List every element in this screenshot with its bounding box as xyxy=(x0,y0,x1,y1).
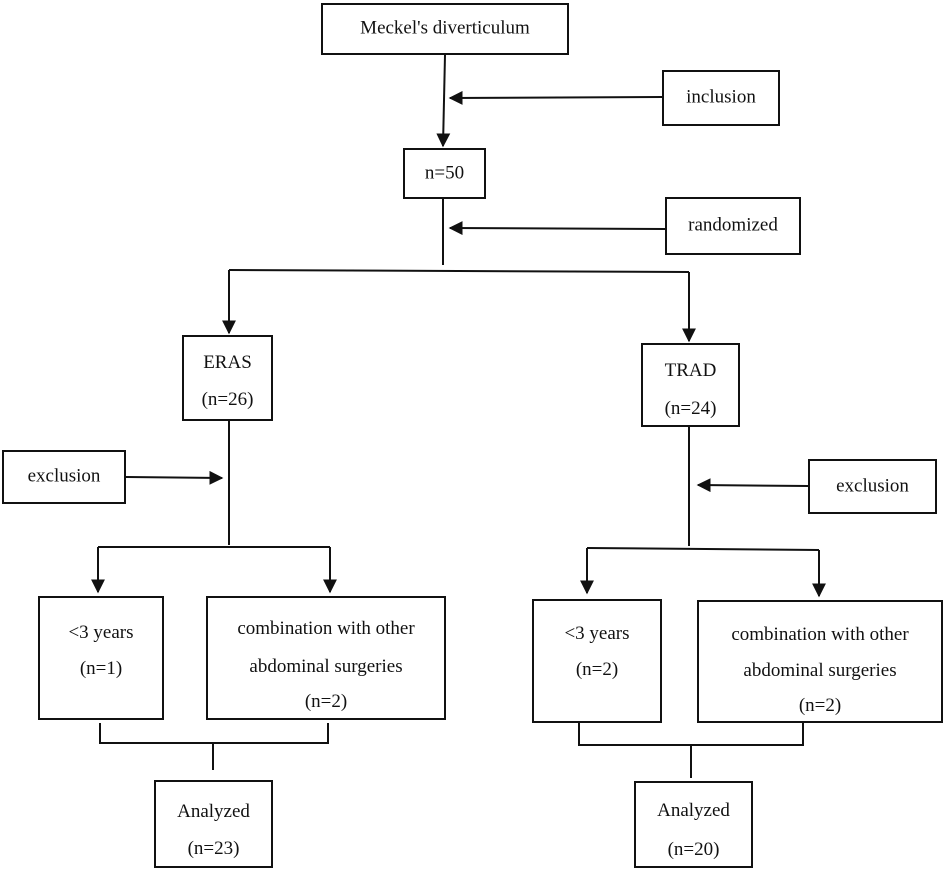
eras-exclusion-box: exclusion xyxy=(2,450,126,504)
trad-combo-count: (n=2) xyxy=(798,695,842,716)
inclusion-label: inclusion xyxy=(686,86,756,108)
trad-combo-exclusion-box: combination with other abdominal surgeri… xyxy=(697,600,943,723)
eras-name: ERAS xyxy=(203,352,252,373)
arrow-inclusion xyxy=(448,90,663,105)
brace-trad-remaining xyxy=(578,723,804,778)
trad-analyzed-label: Analyzed xyxy=(657,800,730,821)
eras-analyzed-label: Analyzed xyxy=(177,801,250,822)
trad-exclusion-box: exclusion xyxy=(808,459,937,514)
eras-age-count: (n=1) xyxy=(79,658,123,679)
eras-analyzed-box: Analyzed (n=23) xyxy=(154,780,273,868)
eras-age-exclusion-box: <3 years (n=1) xyxy=(38,596,164,720)
trad-age-label: <3 years xyxy=(564,623,630,644)
eras-combo-exclusion-box: combination with other abdominal surgeri… xyxy=(206,596,446,720)
trad-analyzed-count: (n=20) xyxy=(667,839,720,860)
brace-eras-remaining xyxy=(99,723,329,770)
arrow-randomized xyxy=(448,221,666,236)
inclusion-box: inclusion xyxy=(662,70,780,126)
arrow-trad-exclusion xyxy=(696,478,809,493)
trad-count: (n=24) xyxy=(664,398,717,419)
source-box: Meckel's diverticulum xyxy=(321,3,569,55)
arrow-source-to-enrolled xyxy=(436,54,451,148)
trad-age-exclusion-box: <3 years (n=2) xyxy=(532,599,662,723)
source-label: Meckel's diverticulum xyxy=(360,17,530,39)
trad-name: TRAD xyxy=(664,360,717,381)
trad-combo-line2: abdominal surgeries xyxy=(743,660,897,681)
line-randomization-split xyxy=(228,269,690,273)
eras-combo-count: (n=2) xyxy=(304,691,348,712)
randomized-box: randomized xyxy=(665,197,801,255)
trad-analyzed-box: Analyzed (n=20) xyxy=(634,781,753,868)
eras-age-label: <3 years xyxy=(68,622,134,643)
eras-combo-line1: combination with other xyxy=(237,618,415,639)
trad-group-box: TRAD (n=24) xyxy=(641,343,740,427)
trad-combo-line1: combination with other xyxy=(731,624,909,645)
eras-count: (n=26) xyxy=(201,389,254,410)
trad-age-count: (n=2) xyxy=(575,659,619,680)
randomized-label: randomized xyxy=(688,214,778,236)
arrow-eras-exclusion xyxy=(125,470,224,485)
enrolled-count: n=50 xyxy=(424,162,465,184)
eras-analyzed-count: (n=23) xyxy=(187,838,240,859)
eras-exclusion-label: exclusion xyxy=(27,465,101,487)
line-trad-exclusion-split xyxy=(586,547,820,551)
enrolled-box: n=50 xyxy=(403,148,486,199)
trad-exclusion-label: exclusion xyxy=(836,475,909,497)
eras-group-box: ERAS (n=26) xyxy=(182,335,273,421)
eras-combo-line2: abdominal surgeries xyxy=(249,656,403,677)
